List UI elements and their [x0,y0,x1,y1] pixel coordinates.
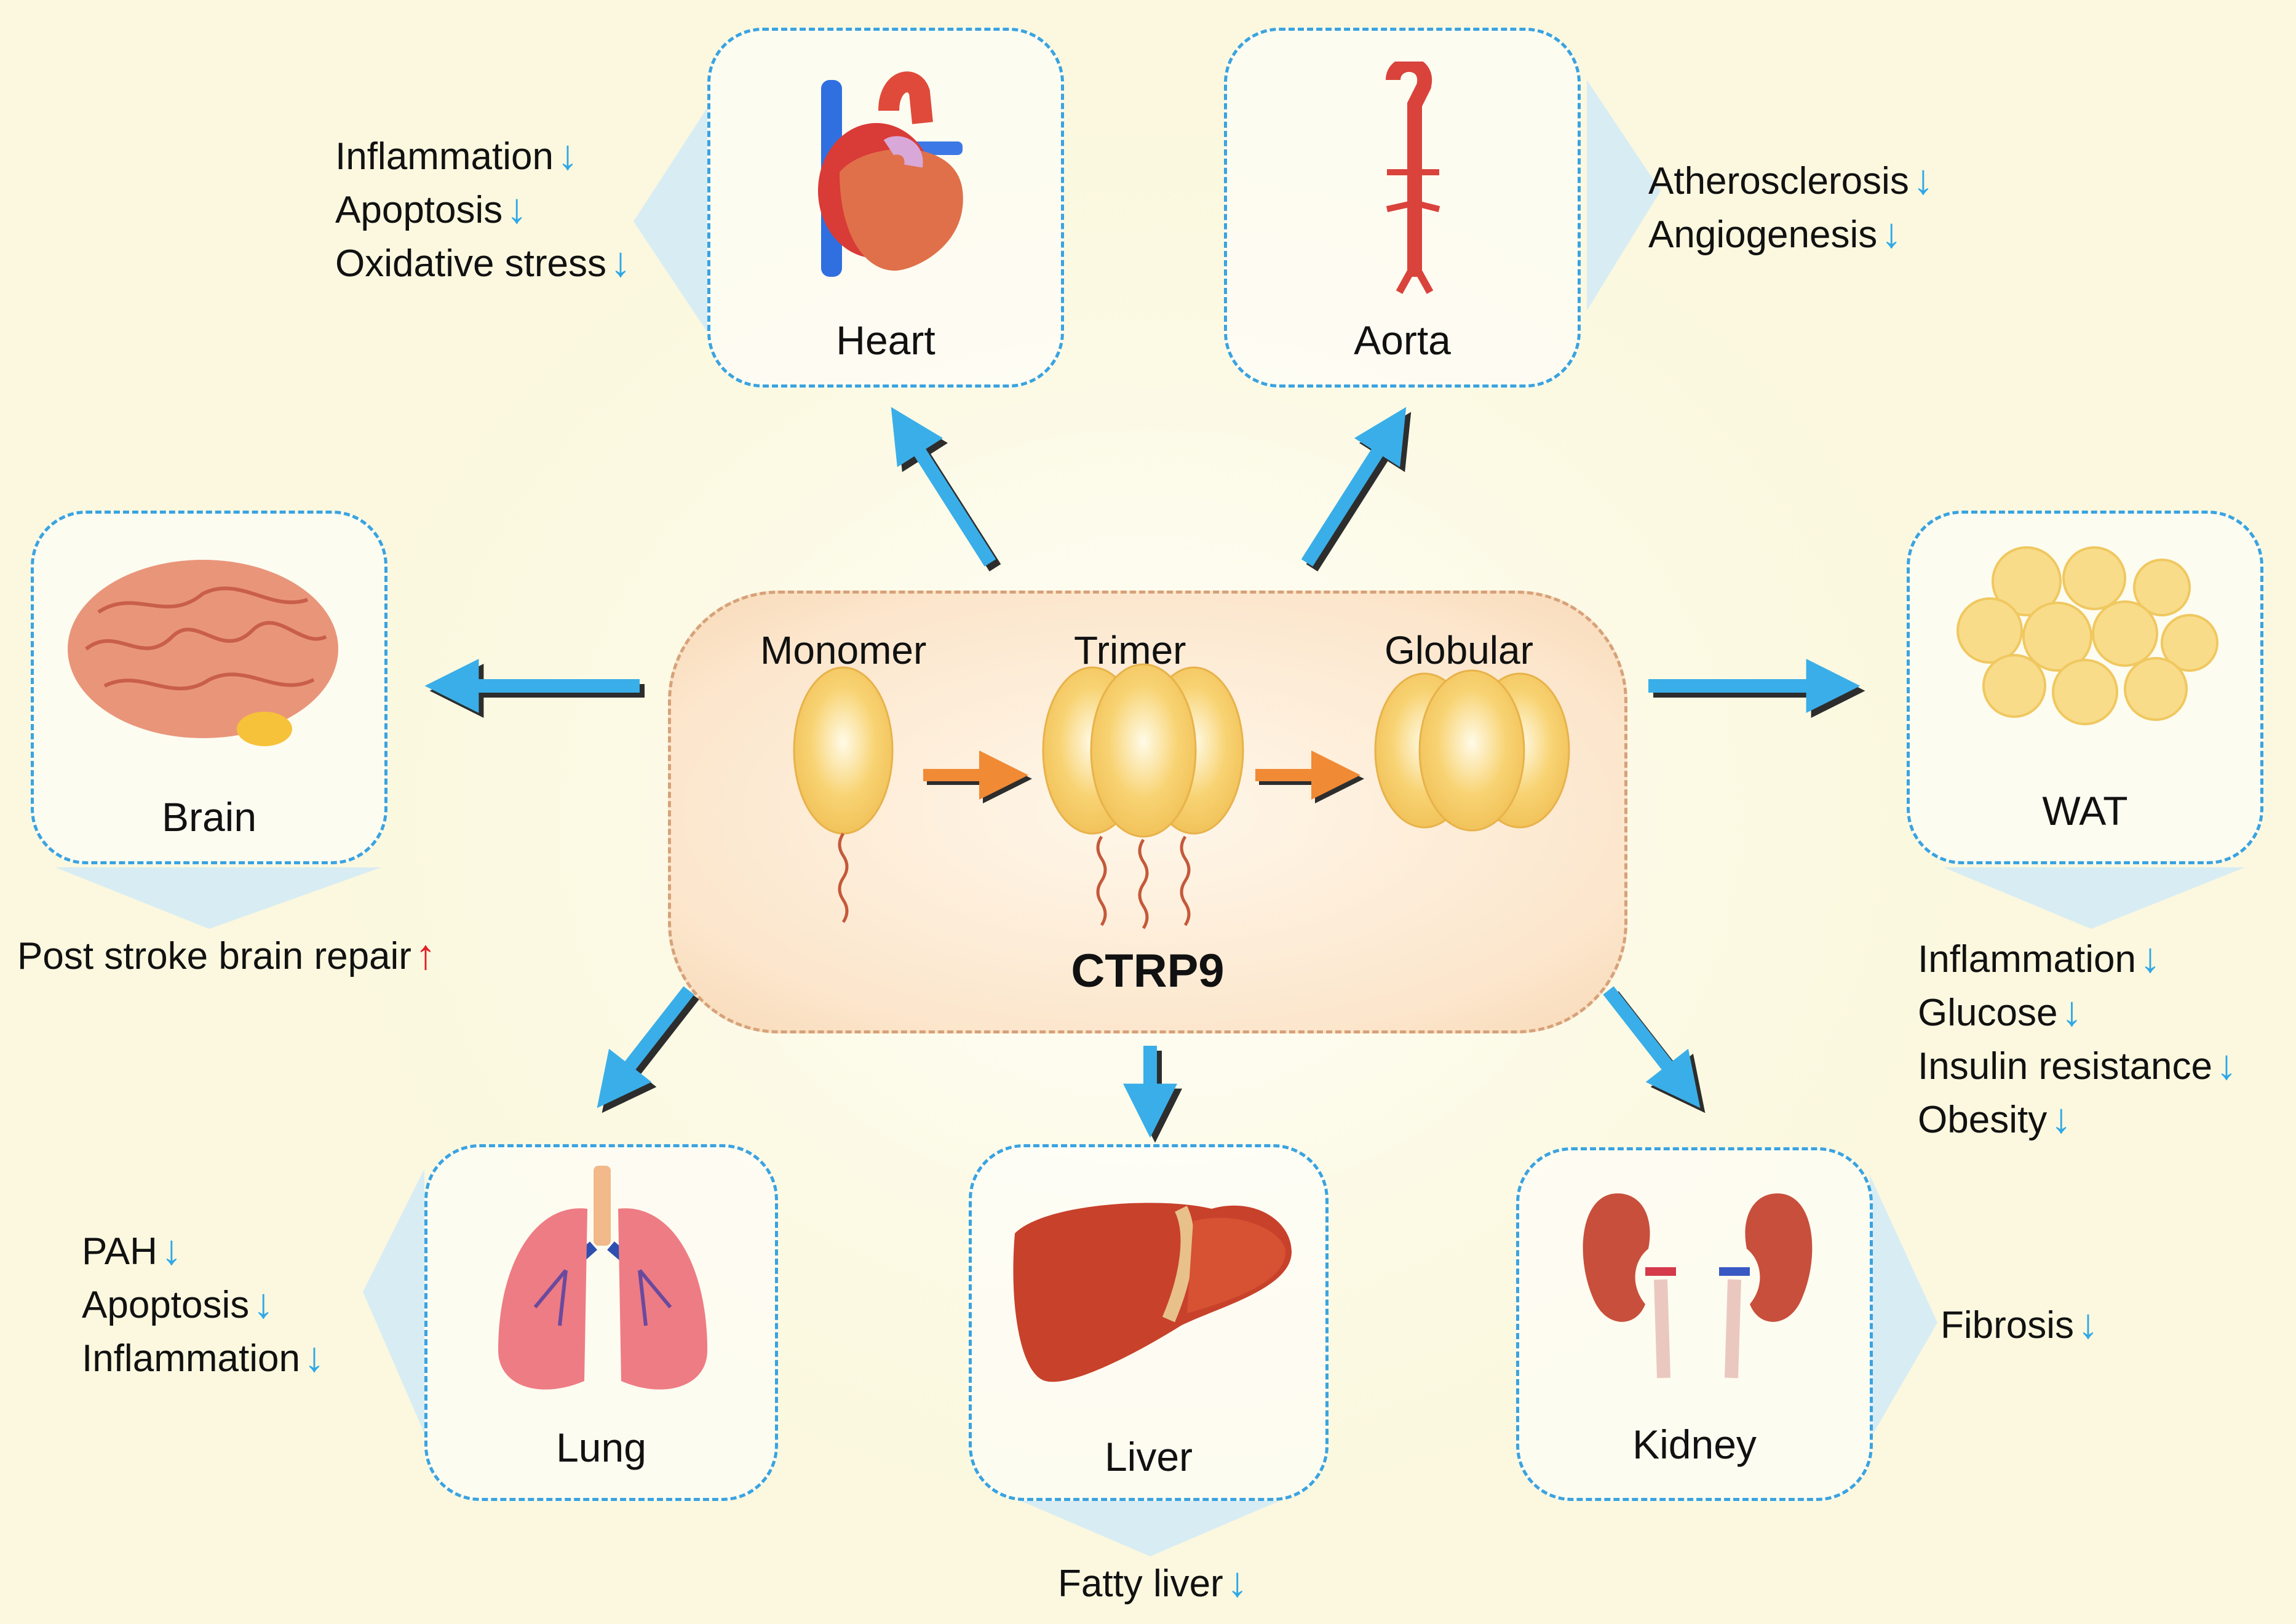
down-arrow-icon: ↓ [303,1334,325,1380]
heart-effects: Inflammation↓ Apoptosis↓ Oxidative stres… [335,129,631,290]
kidneys-icon [1583,1193,1813,1379]
liver-label: Liver [1104,1434,1193,1479]
heart-callout-wedge [634,108,707,332]
liver-effect-0: Fatty liver↓ [1058,1559,1248,1606]
wat-effect-0: Inflammation↓ [1918,934,2161,981]
arrow-to-brain [424,659,645,718]
wat-effect-3: Obesity↓ [1918,1095,2072,1142]
up-arrow-icon: ↑ [415,931,436,978]
down-arrow-icon: ↓ [253,1280,274,1327]
down-arrow-icon: ↓ [2078,1300,2099,1347]
trimer-icon [1042,663,1244,929]
lung-callout-wedge [363,1169,424,1433]
heart-box: Heart [707,28,1064,388]
brain-effect-0: Post stroke brain repair↑ [17,931,436,978]
aorta-icon [1386,62,1440,294]
heart-effect-2: Oxidative stress↓ [335,239,632,285]
kidney-label: Kidney [1632,1422,1757,1467]
globular-label: Globular [1384,628,1533,672]
arrow-to-wat [1648,659,1865,718]
aorta-effect-0: Atherosclerosis↓ [1648,156,1934,203]
down-arrow-icon: ↓ [2216,1041,2238,1088]
down-arrow-icon: ↓ [557,132,578,178]
heart-label: Heart [836,317,935,363]
trimer-label: Trimer [1074,628,1186,672]
down-arrow-icon: ↓ [506,185,528,232]
adipocytes-icon [1956,546,2219,725]
brain-box: Brain [31,511,387,864]
arrow-to-liver [1123,1046,1182,1143]
wat-effect-1: Glucose↓ [1918,988,2083,1035]
lungs-icon [498,1166,707,1390]
kidney-box: Kidney [1516,1147,1873,1501]
down-arrow-icon: ↓ [2061,988,2083,1035]
brain-icon [68,560,338,746]
liver-box: Liver [969,1144,1329,1501]
lung-box: Lung [424,1144,778,1501]
liver-icon [1013,1203,1292,1382]
down-arrow-icon: ↓ [1226,1559,1248,1606]
lung-effect-1: Apoptosis↓ [82,1280,274,1327]
down-arrow-icon: ↓ [2051,1095,2072,1142]
arrow-to-kidney [1603,986,1706,1113]
aorta-box: Aorta [1224,28,1581,388]
kidney-callout-wedge [1870,1175,1937,1439]
wat-effect-2: Insulin resistance↓ [1918,1041,2238,1088]
brain-effects: Post stroke brain repair↑ [17,929,436,982]
orange-arrow-1 [923,750,1032,803]
liver-effects: Fatty liver↓ [1058,1556,1248,1610]
wat-label: WAT [2042,788,2128,834]
brain-callout-wedge [55,867,381,929]
monomer-label: Monomer [760,628,927,672]
arrow-to-heart [891,407,1001,571]
ctrp9-title: CTRP9 [1071,945,1225,997]
ctrp9-center-box: Monomer Trimer Globular [668,591,1627,1033]
heart-effect-1: Apoptosis↓ [335,185,528,232]
down-arrow-icon: ↓ [161,1227,182,1273]
lung-label: Lung [556,1425,646,1470]
wat-box: WAT [1907,511,2263,864]
aorta-callout-wedge [1587,80,1661,311]
brain-label: Brain [161,794,257,840]
wat-effects: Inflammation↓ Glucose↓ Insulin resistanc… [1918,932,2237,1146]
aorta-effects: Atherosclerosis↓ Angiogenesis↓ [1648,154,1934,261]
orange-arrow-2 [1255,750,1364,803]
heart-icon [818,71,963,277]
ctrp9-structure-graphic [793,663,1570,929]
kidney-effects: Fibrosis↓ [1940,1298,2099,1351]
down-arrow-icon: ↓ [610,239,632,285]
lung-effect-0: PAH↓ [82,1227,182,1273]
wat-callout-wedge [1944,867,2245,929]
lung-effect-2: Inflammation↓ [82,1334,325,1380]
monomer-icon [793,666,894,923]
aorta-label: Aorta [1354,317,1451,363]
down-arrow-icon: ↓ [1881,210,1902,257]
heart-effect-0: Inflammation↓ [335,132,578,178]
kidney-effect-0: Fibrosis↓ [1940,1300,2099,1347]
aorta-effect-1: Angiogenesis↓ [1648,210,1902,257]
lung-effects: PAH↓ Apoptosis↓ Inflammation↓ [82,1224,325,1385]
arrow-to-aorta [1301,407,1412,571]
down-arrow-icon: ↓ [1912,156,1934,203]
liver-callout-wedge [1021,1501,1279,1556]
down-arrow-icon: ↓ [2139,934,2161,981]
globular-icon [1374,669,1570,832]
arrow-to-lung [597,986,699,1113]
